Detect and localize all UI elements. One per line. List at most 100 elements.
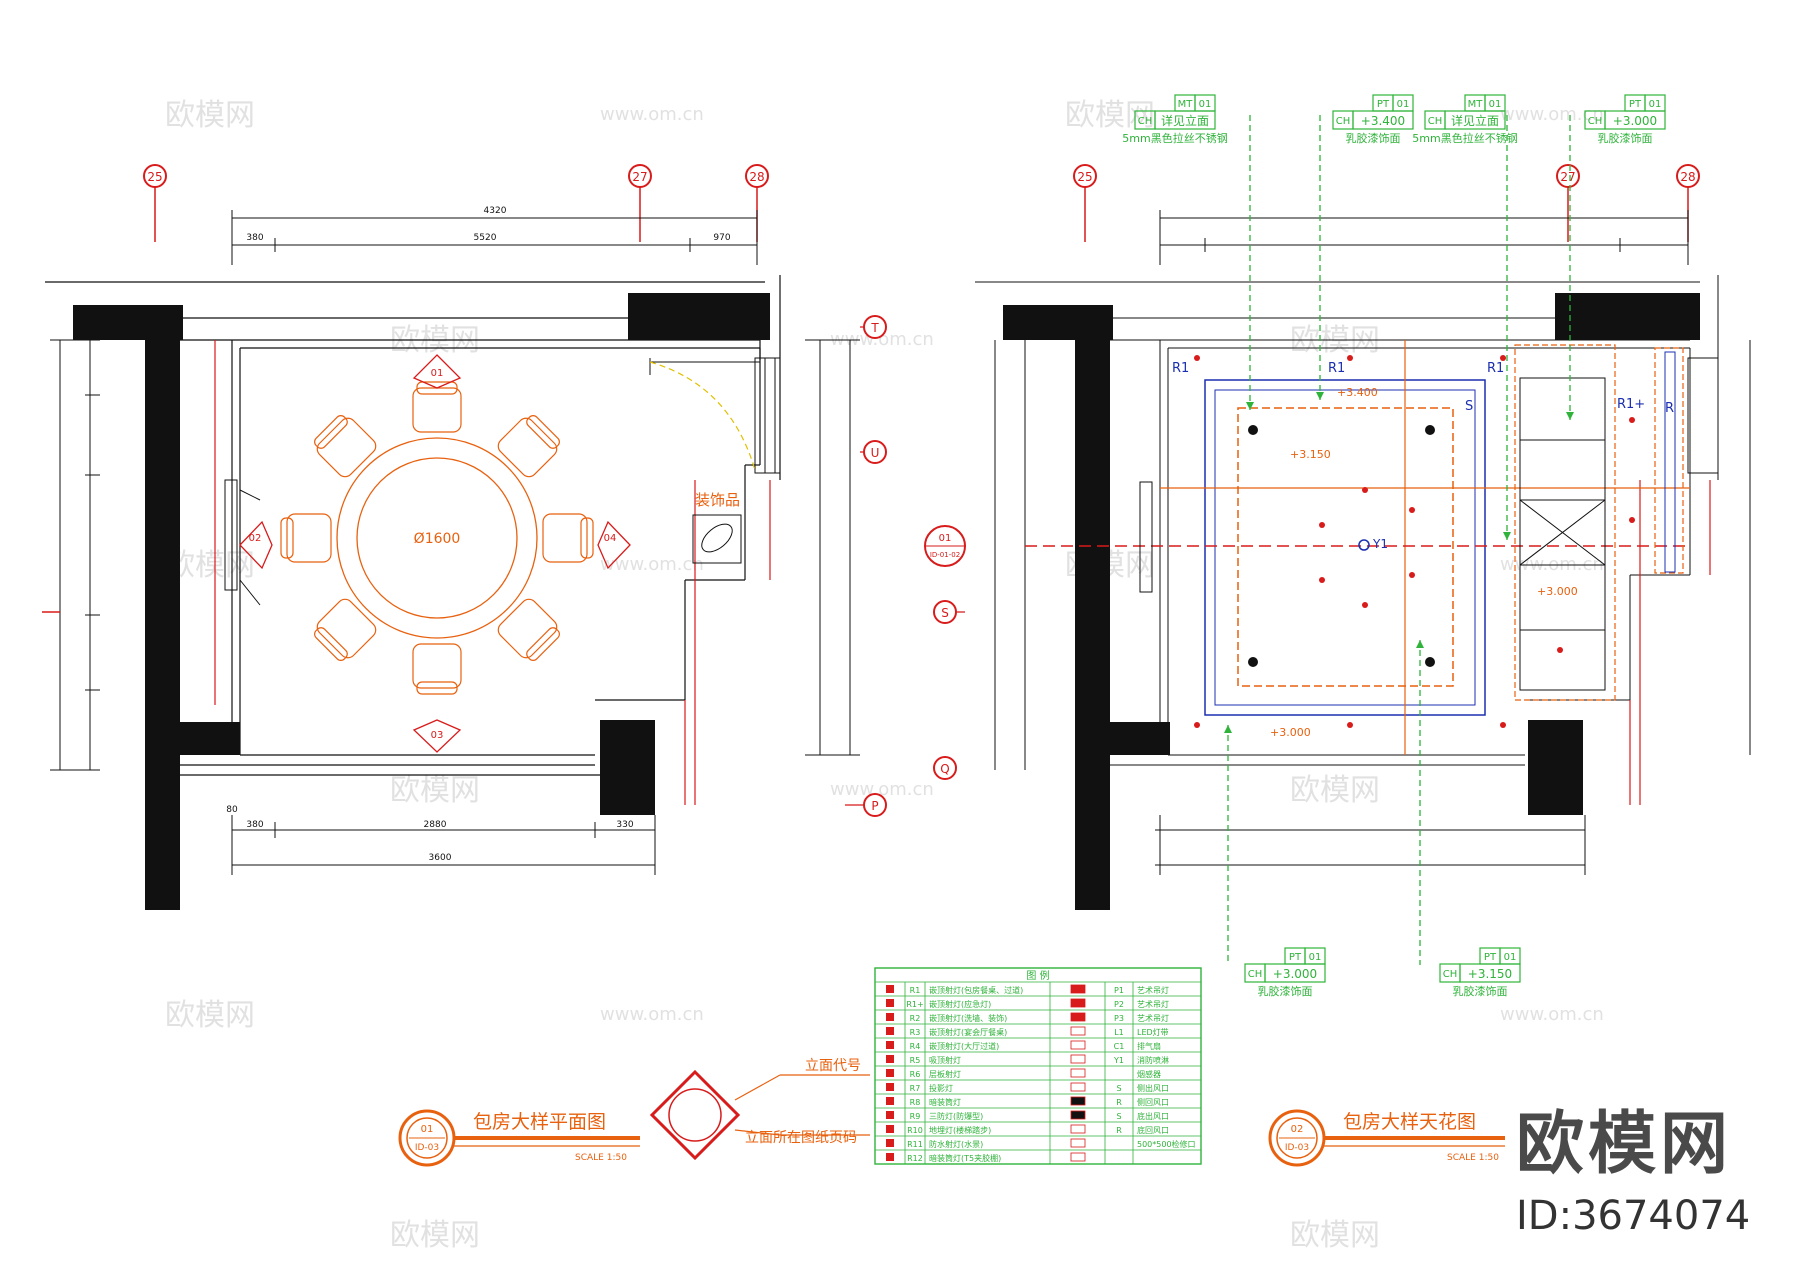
drawing-title: 包房大样平面图 bbox=[473, 1111, 606, 1133]
watermark: 欧模网 bbox=[390, 1218, 480, 1253]
chair bbox=[314, 598, 377, 661]
drawing-sheet: ID-03 bbox=[1285, 1143, 1309, 1153]
decoration-label: 装饰品 bbox=[695, 491, 740, 509]
callout-text: 详见立面 bbox=[1161, 113, 1209, 128]
axis-bubble bbox=[1073, 164, 1097, 188]
ceiling-plan-right: 25 27 28 bbox=[924, 115, 1751, 1167]
dimension-text: 970 bbox=[713, 233, 730, 243]
chair bbox=[412, 381, 462, 433]
dimension-text: 3600 bbox=[429, 853, 452, 863]
chair bbox=[497, 415, 560, 478]
legend-cell: 消防喷淋 bbox=[1137, 1055, 1169, 1065]
leader-lines bbox=[1227, 115, 1571, 965]
callout-text: 01 bbox=[1649, 99, 1662, 110]
legend-cell: R6 bbox=[910, 1070, 921, 1079]
legend-cell: 500*500检修口 bbox=[1137, 1139, 1196, 1149]
legend-cell: 底出风口 bbox=[1137, 1111, 1169, 1121]
elevation-marker bbox=[412, 719, 462, 753]
axis-label: P bbox=[871, 799, 878, 813]
dining-table bbox=[336, 437, 538, 639]
legend-cell: R12 bbox=[907, 1154, 923, 1163]
callout-text: 乳胶漆饰面 bbox=[1453, 984, 1508, 998]
ceiling-frame bbox=[1204, 379, 1486, 716]
drawing-scale: SCALE 1:50 bbox=[1447, 1153, 1499, 1163]
brand-id: ID:3674074 bbox=[1516, 1193, 1751, 1239]
callout-text: CH bbox=[1336, 116, 1351, 127]
legend-cell: R11 bbox=[907, 1140, 923, 1149]
watermark-url: www.om.cn bbox=[830, 329, 934, 350]
axis-bubble bbox=[143, 164, 167, 188]
chair bbox=[280, 513, 332, 563]
axis-bubble bbox=[863, 315, 887, 339]
axis-label: 27 bbox=[1560, 170, 1575, 184]
section-sheet: ID-01-02 bbox=[930, 551, 960, 559]
legend-cell: 暗装筒灯 bbox=[929, 1097, 961, 1107]
callout-text: 01 bbox=[1504, 952, 1517, 963]
door bbox=[649, 357, 781, 474]
dimension-text: 4320 bbox=[484, 206, 507, 216]
legend-cell: 底回风口 bbox=[1137, 1125, 1169, 1135]
legend-cell: 嵌顶射灯(大厅过道) bbox=[929, 1041, 999, 1051]
callout-text: PT bbox=[1289, 952, 1302, 963]
callout-text: PT bbox=[1484, 952, 1497, 963]
callout-text: 乳胶漆饰面 bbox=[1598, 131, 1653, 145]
legend-cell: 烟感器 bbox=[1137, 1069, 1161, 1079]
drawing-scale: SCALE 1:50 bbox=[575, 1153, 627, 1163]
axis-bubble bbox=[933, 756, 957, 780]
callout-text: PT bbox=[1377, 99, 1390, 110]
axis-bubbles-right bbox=[863, 315, 957, 817]
legend-cell: 艺术吊灯 bbox=[1137, 985, 1169, 995]
watermark: 欧模网 bbox=[1065, 98, 1155, 133]
legend-cell: 排气扇 bbox=[1137, 1041, 1161, 1051]
legend-cell: S bbox=[1116, 1112, 1121, 1121]
axis-label: Q bbox=[940, 762, 949, 776]
fixture-label: R1 bbox=[1172, 361, 1189, 376]
legend-cell: 防水射灯(水景) bbox=[929, 1139, 983, 1149]
axis-label: 28 bbox=[749, 170, 764, 184]
fixture-label: R1 bbox=[1487, 361, 1504, 376]
callout-text: CH bbox=[1588, 116, 1603, 127]
axis-bubble bbox=[1556, 164, 1580, 188]
watermark: 欧模网 bbox=[1290, 1218, 1380, 1253]
callout-text: MT bbox=[1468, 99, 1484, 110]
legend-title: 图 例 bbox=[1026, 969, 1049, 982]
elevation-tag: 03 bbox=[431, 730, 444, 741]
legend-cell: 地埋灯(楼梯踏步) bbox=[929, 1125, 991, 1135]
drawing-sheet: ID-03 bbox=[415, 1143, 439, 1153]
callout-text: +3.400 bbox=[1361, 114, 1405, 128]
callout-text: 5mm黑色拉丝不锈钢 bbox=[1412, 131, 1517, 145]
watermark-url: www.om.cn bbox=[1500, 104, 1604, 125]
key-label-bottom: 立面所在图纸页码 bbox=[745, 1130, 857, 1146]
drawing-title-left: 01 ID-03 包房大样平面图 SCALE 1:50 bbox=[398, 1109, 640, 1167]
decoration-box bbox=[692, 514, 742, 564]
legend-cell: R7 bbox=[910, 1084, 921, 1093]
callout-text: CH bbox=[1443, 969, 1458, 980]
ceiling-level: +3.150 bbox=[1290, 448, 1331, 461]
callout-text: +3.000 bbox=[1613, 114, 1657, 128]
elevation-tag: 01 bbox=[431, 368, 444, 379]
dimension-text: 80 bbox=[226, 805, 238, 815]
axis-bubble bbox=[933, 600, 957, 624]
legend-cell: Y1 bbox=[1113, 1056, 1124, 1065]
watermark: 欧模网 bbox=[390, 773, 480, 808]
drawing-number: 02 bbox=[1291, 1124, 1304, 1135]
fixture-label: R1 bbox=[1328, 361, 1345, 376]
dimension-text: 2880 bbox=[424, 820, 447, 830]
watermark-url: www.om.cn bbox=[600, 1004, 704, 1025]
legend-cell: R10 bbox=[907, 1126, 923, 1135]
dimension-text: 330 bbox=[616, 820, 633, 830]
ceiling-frame-inner bbox=[1214, 389, 1476, 706]
callout-text: 5mm黑色拉丝不锈钢 bbox=[1122, 131, 1227, 145]
drawing-number: 01 bbox=[421, 1124, 434, 1135]
key-label-top: 立面代号 bbox=[805, 1058, 861, 1074]
callout-text: CH bbox=[1248, 969, 1263, 980]
elevation-marker bbox=[412, 354, 462, 389]
